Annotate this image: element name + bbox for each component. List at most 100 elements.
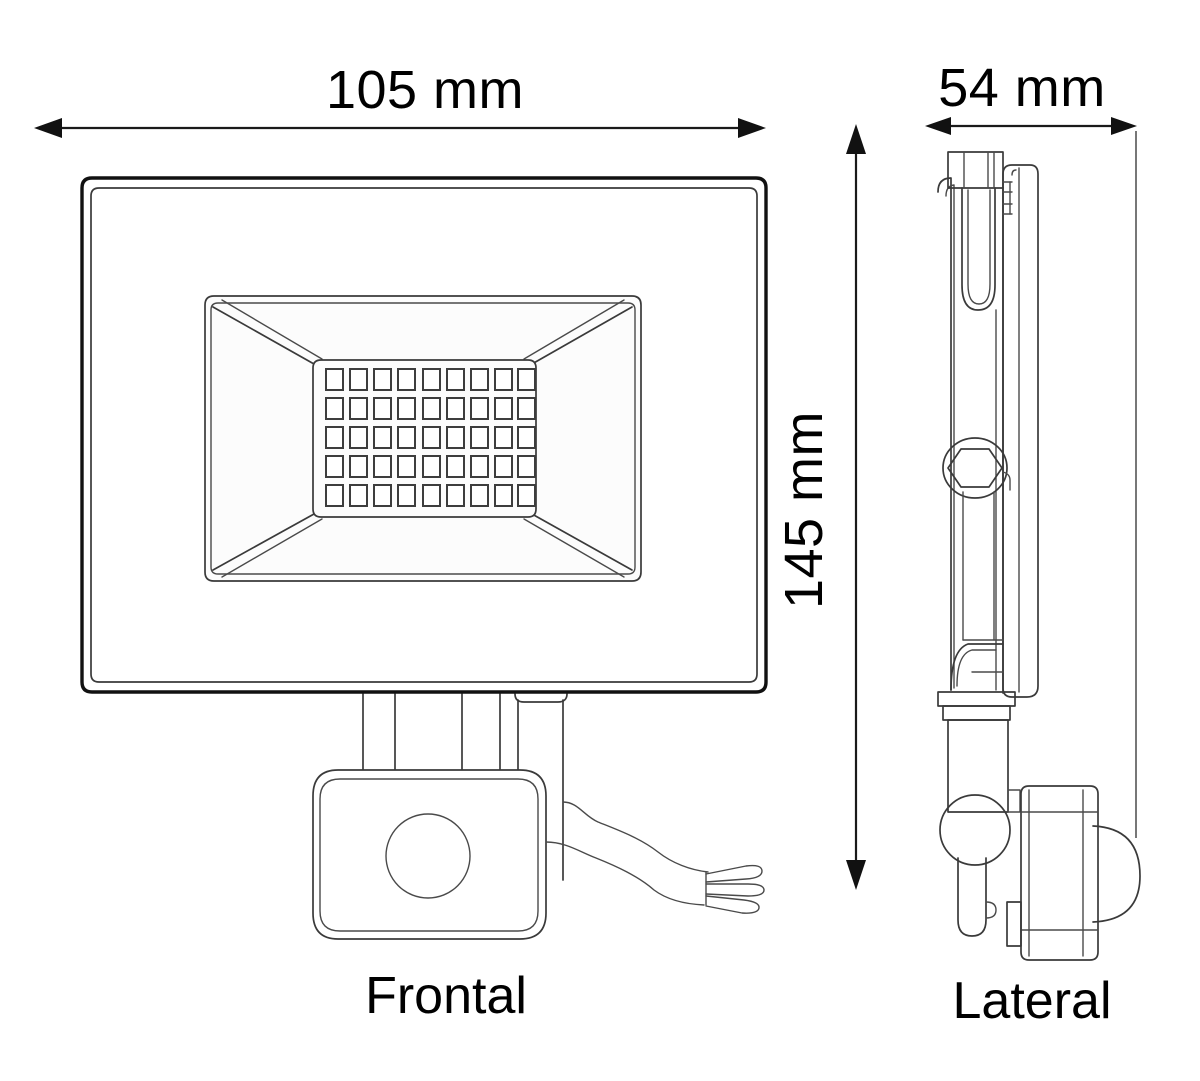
cable-strand-1 (705, 864, 763, 883)
sensor-mount-tab (1006, 901, 1022, 947)
depth-arrow-left-icon (925, 117, 951, 135)
side-view: Lateral (937, 151, 1141, 1030)
led-cell (349, 368, 368, 391)
led-cell (397, 484, 416, 507)
led-cell (470, 455, 489, 478)
led-cell (446, 484, 465, 507)
led-cell (470, 368, 489, 391)
mounting-bracket-side (937, 151, 1013, 694)
stem-collar-upper (937, 691, 1016, 707)
led-cell (349, 455, 368, 478)
led-cell (470, 426, 489, 449)
hex-bolt-head-icon (947, 448, 1003, 488)
led-panel (312, 359, 537, 518)
led-cell (325, 368, 344, 391)
hex-tilt-bolt (942, 437, 1011, 499)
led-cell (349, 426, 368, 449)
led-cell (517, 455, 536, 478)
led-cell (325, 455, 344, 478)
body-profile-outline (1002, 164, 1039, 698)
sensor-housing-inner-edge (319, 778, 539, 932)
housing-inner-edge (90, 187, 758, 683)
bevel-diagonal-bottom-left (212, 513, 315, 571)
width-dimension-label: 105 mm (326, 60, 524, 120)
sensor-side-fill (1021, 786, 1098, 960)
mounting-neck (362, 693, 501, 779)
led-cell (373, 455, 392, 478)
led-cell (517, 426, 536, 449)
reflector-outer-edge-double (210, 302, 636, 575)
pir-dome-lens-side-icon (1092, 825, 1141, 923)
stem-collar-lower (942, 705, 1011, 721)
depth-dimension-label: 54 mm (938, 58, 1106, 118)
height-dimension-label: 145 mm (774, 411, 834, 609)
bevel-diagonal-top-right (531, 306, 633, 365)
cable-strand-3 (705, 895, 760, 914)
width-arrow-right-icon (738, 118, 766, 138)
bracket-outer-left-edge (937, 177, 952, 691)
led-cell (397, 455, 416, 478)
cable-strand-2 (705, 883, 765, 897)
led-cell (494, 455, 513, 478)
led-array (325, 368, 536, 507)
led-panel-edge (312, 359, 537, 518)
front-view: Frontal (80, 176, 768, 1025)
led-cell (494, 484, 513, 507)
led-cell (422, 426, 441, 449)
cable-upper-edge (562, 801, 709, 873)
stem-lower-arm (957, 857, 987, 937)
pir-sensor-housing-front (312, 769, 547, 940)
cable-conduit (514, 693, 568, 881)
sensor-housing-outer-edge (312, 769, 547, 940)
led-cell (325, 397, 344, 420)
housing-outer-edge (80, 176, 768, 694)
height-arrow-top-icon (846, 124, 866, 154)
led-cell (422, 484, 441, 507)
led-cell (373, 397, 392, 420)
bevel-diagonal-top-left (212, 306, 315, 365)
bolt-washer-icon (942, 437, 1008, 499)
bracket-outer-left-edge-inner (945, 184, 955, 689)
led-cell (446, 455, 465, 478)
power-cable (545, 801, 765, 914)
bevel-diagonal-bottom-right (531, 513, 633, 571)
led-cell (470, 484, 489, 507)
led-cell (494, 368, 513, 391)
led-cell (446, 397, 465, 420)
pir-sensor-housing-side (1006, 785, 1141, 961)
bevel-diagonal-bottom-right-b (523, 518, 625, 578)
led-cell (373, 484, 392, 507)
pivot-joint-icon (939, 794, 1011, 866)
bracket-bottom-curve-inner (956, 649, 997, 687)
led-cell (517, 397, 536, 420)
height-arrow-bottom-icon (846, 860, 866, 890)
bracket-adjustment-slot (961, 187, 996, 311)
sensor-side-outline (1020, 785, 1099, 961)
led-cell (325, 484, 344, 507)
led-cell (494, 397, 513, 420)
bracket-slot-inner (967, 189, 991, 305)
led-cell (397, 368, 416, 391)
body-profile-side (1002, 164, 1039, 698)
bevel-diagonal-top-left-b (221, 299, 323, 360)
reflector-outer-edge (204, 295, 642, 582)
led-cell (422, 368, 441, 391)
led-cell (422, 455, 441, 478)
led-cell (422, 397, 441, 420)
bolt-side-detail (1002, 471, 1011, 491)
bevel-diagonal-bottom-left-b (221, 518, 323, 578)
bracket-head-block (947, 151, 1004, 189)
led-cell (446, 426, 465, 449)
width-arrow-left-icon (34, 118, 62, 138)
side-view-label: Lateral (953, 972, 1112, 1030)
body-profile-fill (1003, 165, 1038, 697)
led-cell (397, 397, 416, 420)
led-cell (446, 368, 465, 391)
led-cell (470, 397, 489, 420)
body-profile-corner-detail (1011, 169, 1017, 176)
led-cell (373, 368, 392, 391)
led-cell (397, 426, 416, 449)
led-cell (349, 484, 368, 507)
sensor-housing-fill (313, 770, 546, 939)
